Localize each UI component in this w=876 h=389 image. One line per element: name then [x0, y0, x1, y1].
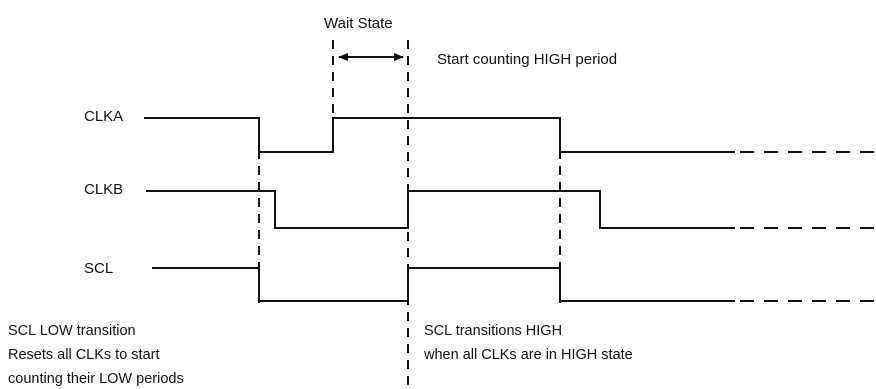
- note-scl-high: SCL transitions HIGH when all CLKs are i…: [423, 323, 633, 363]
- start-counting-label: Start counting HIGH period: [437, 51, 617, 68]
- note-left-line-1: SCL LOW transition: [8, 323, 136, 339]
- signal-label-clkb: CLKB: [84, 181, 123, 198]
- waveform-clkb: [146, 190, 735, 229]
- note-right-line-2: when all CLKs are in HIGH state: [423, 347, 633, 363]
- note-left-line-3: counting their LOW periods: [8, 371, 184, 387]
- signal-label-clka: CLKA: [84, 108, 123, 125]
- wait-state-label: Wait State: [324, 15, 393, 32]
- note-left-line-2: Resets all CLKs to start: [8, 347, 160, 363]
- waveform-continuations: [740, 151, 876, 302]
- signal-label-scl: SCL: [84, 260, 113, 277]
- note-scl-low: SCL LOW transition Resets all CLKs to st…: [8, 323, 184, 387]
- waveform-clka: [144, 117, 735, 153]
- waveform-scl: [152, 267, 735, 302]
- waveforms: [144, 117, 735, 302]
- guide-lines: [258, 40, 561, 389]
- note-right-line-1: SCL transitions HIGH: [424, 323, 562, 339]
